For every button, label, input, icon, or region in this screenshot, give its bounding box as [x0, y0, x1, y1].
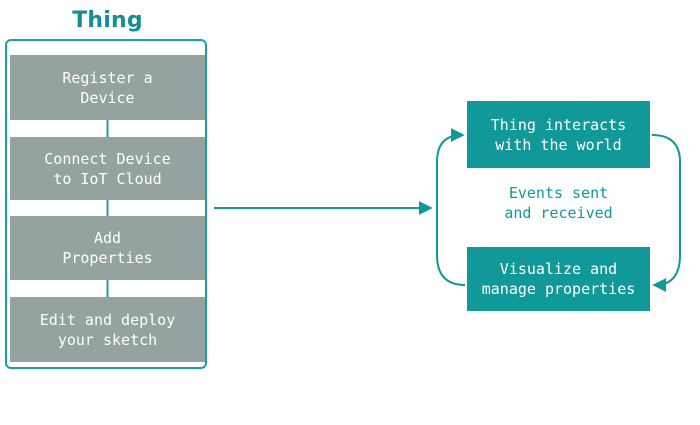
diagram-title: Thing — [72, 8, 143, 33]
loop-box-line1: Visualize and — [499, 260, 618, 278]
step-label-line1: Add — [93, 229, 122, 247]
loop-box-interacts: Thing interacts with the world — [467, 101, 650, 168]
loop-box-line2: manage properties — [481, 280, 636, 298]
loop-box-visualize: Visualize and manage properties — [467, 247, 650, 311]
step-add-properties: Add Properties — [10, 216, 205, 280]
loop-box-line1: Thing interacts — [490, 115, 627, 134]
step-label-line2: Device — [80, 88, 135, 107]
step-register-device: Register a Device — [10, 55, 205, 120]
events-label-line2: and received — [504, 204, 613, 222]
step-connect-device: Connect Device to IoT Cloud — [10, 137, 205, 200]
events-label-line1: Events sent — [508, 184, 609, 202]
step-label-line1: Edit and deploy — [39, 310, 176, 329]
step-label-line2: your sketch — [57, 330, 158, 349]
step-label-line1: Register a — [62, 68, 153, 87]
loop-box-line2: with the world — [495, 135, 622, 154]
step-label-line2: to IoT Cloud — [53, 169, 162, 188]
step-label-line1: Connect Device — [44, 149, 171, 168]
thing-frame — [5, 39, 207, 369]
events-label: Events sent and received — [467, 183, 650, 223]
loop-arrow-left — [436, 128, 466, 286]
step-label-line2: Properties — [62, 249, 153, 267]
loop-arrow-right — [651, 134, 681, 292]
step-edit-deploy: Edit and deploy your sketch — [10, 297, 205, 362]
